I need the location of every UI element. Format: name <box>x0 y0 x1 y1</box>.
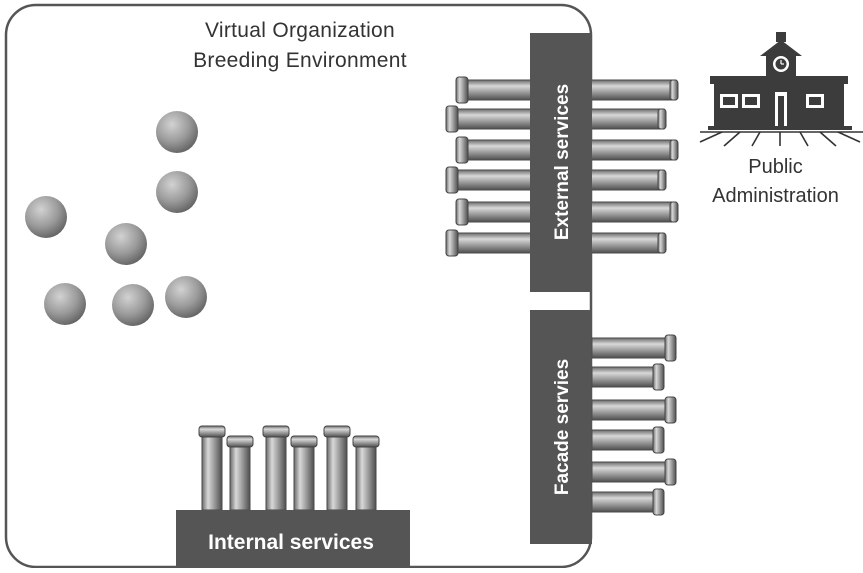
public-administration-label: Public Administration <box>688 153 863 211</box>
member-node <box>105 223 147 265</box>
pipe <box>591 488 665 516</box>
pipe <box>591 458 677 486</box>
member-node <box>165 276 207 318</box>
environment-title-line1: Virtual Organization <box>204 19 396 42</box>
pipe <box>591 363 665 391</box>
pipe <box>352 435 380 511</box>
member-node <box>156 171 198 213</box>
pipe <box>290 435 318 511</box>
external-services-bar <box>530 33 592 292</box>
public-building-icon <box>699 32 863 147</box>
pipe <box>591 334 677 362</box>
facade-service-pipes <box>591 334 677 516</box>
external-service-pipes <box>445 76 679 257</box>
facade-services-bar <box>530 310 592 544</box>
pipe <box>262 425 290 511</box>
pipe <box>198 425 226 511</box>
external-services-label: External services <box>552 84 573 240</box>
member-node <box>44 283 86 325</box>
public-administration-line1: Public <box>748 156 803 178</box>
member-organizations <box>25 111 207 326</box>
member-node <box>25 196 67 238</box>
internal-services-bar <box>176 510 410 568</box>
member-node <box>156 111 198 153</box>
pipe <box>591 426 665 454</box>
member-node <box>112 284 154 326</box>
pipe <box>591 396 677 424</box>
internal-services-label: Internal services <box>208 531 374 554</box>
environment-title-line2: Breeding Environment <box>193 49 407 72</box>
public-administration-line2: Administration <box>712 185 839 207</box>
environment-title: Virtual Organization Breeding Environmen… <box>150 16 450 76</box>
pipe <box>323 425 351 511</box>
internal-service-pipes <box>198 425 380 511</box>
pipe <box>226 435 254 511</box>
facade-services-label: Facade servies <box>552 359 573 495</box>
